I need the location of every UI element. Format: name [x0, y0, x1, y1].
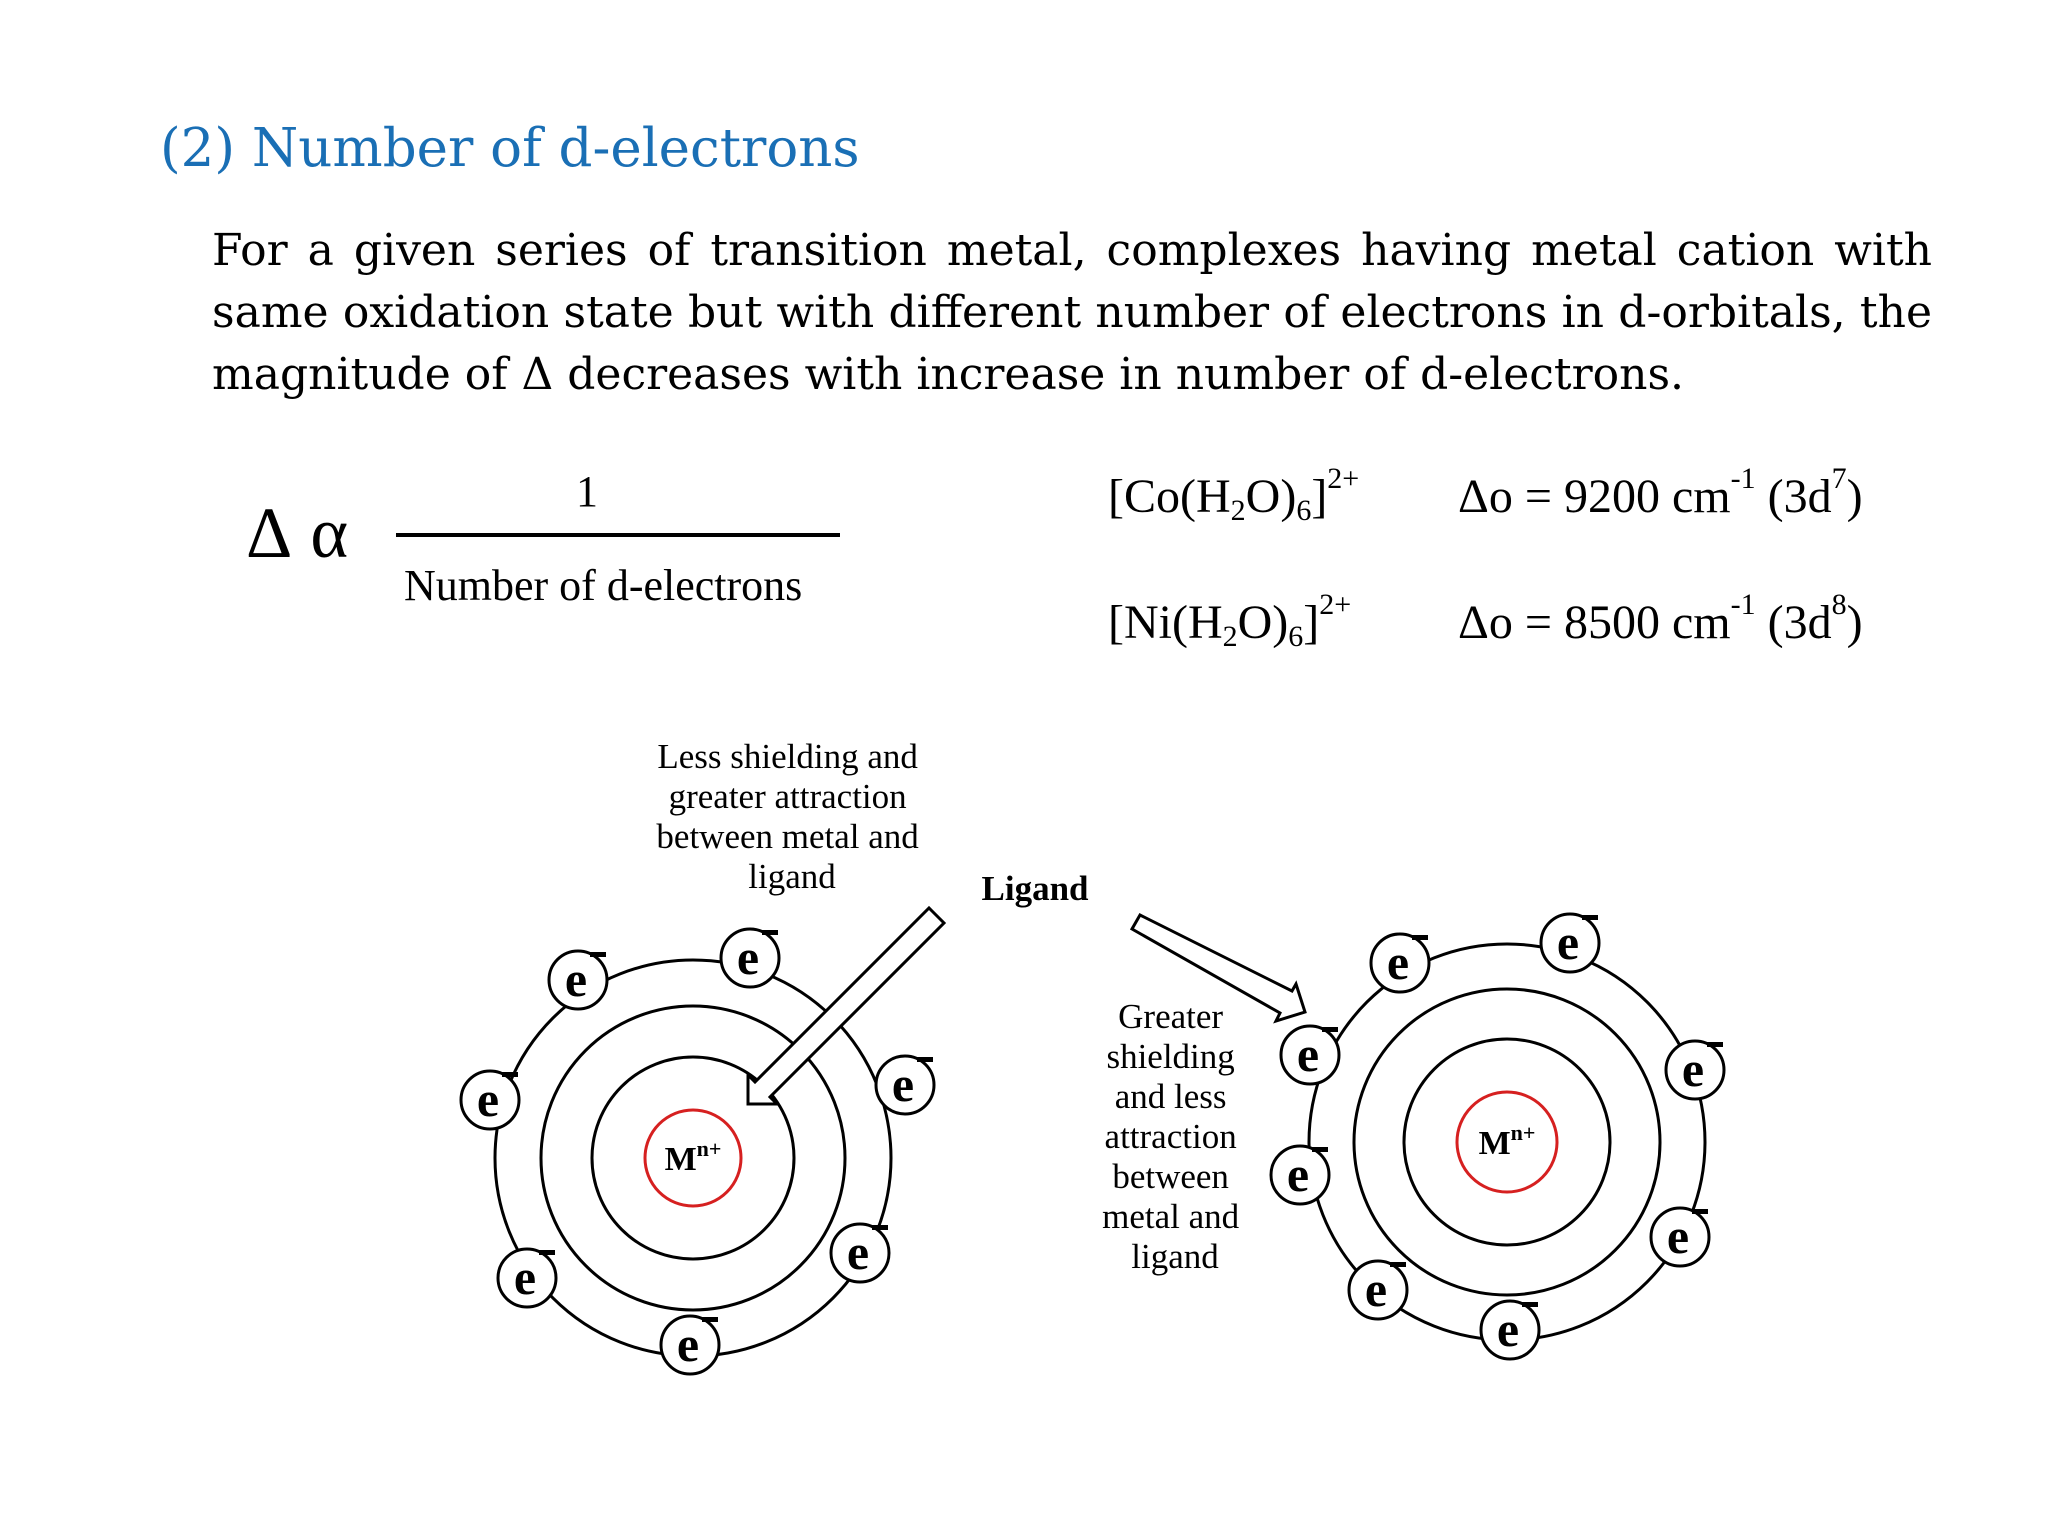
right-arrow	[1129, 913, 1307, 1024]
electron-group: e e e e e e e e e e e e e e e	[459, 912, 1726, 1376]
right-nucleus-ring	[1455, 1090, 1559, 1194]
svg-text:e: e	[1667, 1208, 1689, 1264]
electron-charge-6	[539, 1250, 555, 1255]
electron-1: e	[547, 949, 609, 1011]
page-heading: (2) Number of d-electrons	[160, 118, 860, 179]
proportional-symbol: α	[310, 493, 349, 573]
left-arrow	[746, 905, 947, 1106]
left-middle-shell	[539, 1004, 847, 1312]
left-nucleus-ring	[643, 1108, 743, 1208]
electron-15: e	[1479, 1299, 1541, 1361]
electron-charge-13	[1692, 1209, 1708, 1214]
svg-text:e: e	[892, 1056, 914, 1112]
ligand-label: Ligand	[982, 869, 1090, 908]
electron-charge-14	[1390, 1262, 1406, 1267]
body-paragraph: For a given series of transition metal, …	[212, 225, 1932, 400]
right-inner-shell	[1402, 1037, 1612, 1247]
electron-2: e	[719, 927, 781, 989]
electron-13: e	[1649, 1206, 1711, 1268]
svg-text:e: e	[565, 951, 587, 1007]
right-middle-shell	[1352, 987, 1662, 1297]
electron-charge-5	[872, 1225, 888, 1230]
svg-text:e: e	[1365, 1261, 1387, 1317]
electron-5: e	[829, 1222, 891, 1284]
delta-value-ni: Δo = 8500 cm-1 (3d8)	[1458, 588, 1863, 649]
complex-formula-co: [Co(H2O)6]2+	[1108, 462, 1360, 527]
electron-charge-11	[1707, 1042, 1723, 1047]
svg-text:e: e	[514, 1249, 536, 1305]
electron-10: e	[1279, 1024, 1341, 1086]
svg-text:e: e	[847, 1224, 869, 1280]
fraction-denominator: Number of d-electrons	[404, 561, 803, 610]
shielding-diagram: Mn+ Less shielding and greater attractio…	[459, 737, 1726, 1376]
electron-charge-9	[1582, 915, 1598, 920]
electron-charge-12	[1312, 1147, 1328, 1152]
electron-4: e	[874, 1054, 936, 1116]
electron-9: e	[1539, 912, 1601, 974]
electron-7: e	[659, 1314, 721, 1376]
left-metal-label: Mn+	[665, 1136, 722, 1178]
electron-charge-7	[702, 1317, 718, 1322]
svg-text:e: e	[677, 1316, 699, 1372]
electron-charge-1	[590, 952, 606, 957]
svg-text:e: e	[477, 1071, 499, 1127]
relation-lhs: Δ α	[246, 493, 349, 573]
svg-text:e: e	[1682, 1041, 1704, 1097]
electron-6: e	[496, 1247, 558, 1309]
left-caption: Less shielding and greater attraction be…	[656, 737, 927, 896]
fraction-bar	[396, 533, 840, 537]
right-metal-label: Mn+	[1479, 1120, 1536, 1162]
fraction-numerator: 1	[576, 467, 598, 516]
svg-text:e: e	[1557, 914, 1579, 970]
svg-text:e: e	[737, 929, 759, 985]
electron-8: e	[1369, 932, 1431, 994]
svg-text:e: e	[1287, 1146, 1309, 1202]
electron-charge-3	[502, 1072, 518, 1077]
svg-text:e: e	[1497, 1301, 1519, 1357]
left-inner-shell	[590, 1055, 796, 1261]
electron-charge-4	[917, 1057, 933, 1062]
svg-text:e: e	[1297, 1026, 1319, 1082]
electron-3: e	[459, 1069, 521, 1131]
right-caption: Greater shielding and less attraction be…	[1102, 997, 1248, 1276]
electron-12: e	[1269, 1144, 1331, 1206]
complex-formula-ni: [Ni(H2O)6]2+	[1108, 588, 1352, 653]
electron-charge-8	[1412, 935, 1428, 940]
delta-value-co: Δo = 9200 cm-1 (3d7)	[1458, 462, 1863, 523]
electron-14: e	[1347, 1259, 1409, 1321]
electron-11: e	[1664, 1039, 1726, 1101]
electron-charge-15	[1522, 1302, 1538, 1307]
electron-charge-2	[762, 930, 778, 935]
electron-charge-10	[1322, 1027, 1338, 1032]
svg-text:e: e	[1387, 934, 1409, 990]
